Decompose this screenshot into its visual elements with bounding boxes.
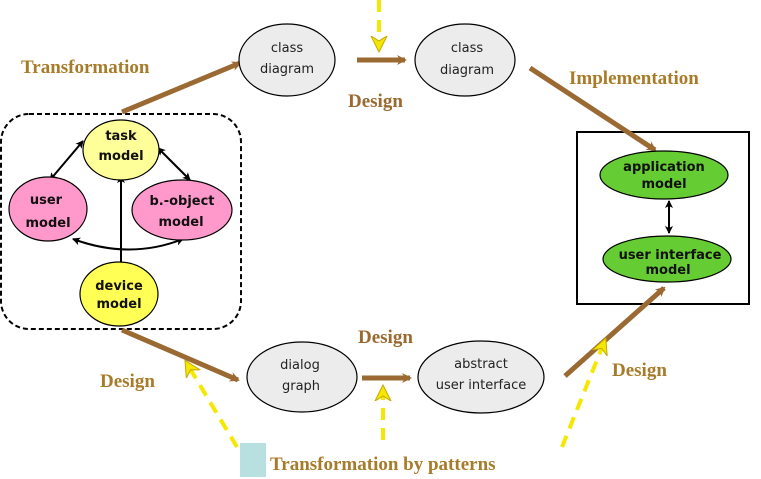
- node-label: model: [25, 216, 70, 231]
- node-label: diagram: [440, 63, 494, 78]
- legend-label: Transformation by patterns: [270, 454, 496, 475]
- link-task-user: [49, 140, 84, 181]
- node-label: device: [95, 279, 143, 294]
- node-class-diagram-1[interactable]: class diagram: [238, 23, 336, 97]
- node-label: model: [641, 177, 686, 192]
- node-label: user: [30, 193, 63, 208]
- label-transformation: Transformation: [21, 57, 150, 78]
- node-label: dialog: [280, 358, 320, 373]
- node-task-model[interactable]: task model: [82, 119, 160, 181]
- node-label: diagram: [260, 62, 314, 77]
- arrow-design-right: [563, 286, 666, 378]
- node-bobject-model[interactable]: b.-object model: [131, 179, 233, 241]
- node-label: model: [158, 215, 203, 230]
- node-label: model: [98, 149, 143, 164]
- node-label: abstract: [454, 357, 508, 372]
- node-user-model[interactable]: user model: [8, 176, 88, 242]
- node-abstract-user-interface[interactable]: abstract user interface: [417, 340, 545, 414]
- node-label: graph: [282, 379, 320, 394]
- node-label: user interface: [619, 248, 722, 263]
- arrow-transformation: [121, 60, 242, 115]
- node-label: b.-object: [149, 194, 214, 209]
- node-label: model: [96, 297, 141, 312]
- link-task-bobject: [157, 147, 191, 181]
- implementation-group: [576, 131, 750, 305]
- node-label: application: [623, 160, 705, 175]
- link-user-bobject: [72, 237, 184, 251]
- node-label: task: [105, 129, 137, 144]
- label-design-top: Design: [348, 91, 403, 112]
- label-design-bottom: Design: [358, 327, 413, 348]
- node-device-model[interactable]: device model: [79, 261, 159, 327]
- node-user-interface-model[interactable]: user interface model: [602, 235, 732, 283]
- node-application-model[interactable]: application model: [599, 150, 729, 200]
- core-models-group: [0, 113, 242, 330]
- label-design-right: Design: [612, 360, 667, 381]
- node-label: model: [645, 263, 690, 278]
- legend-swatch: [240, 443, 266, 477]
- arrow-design-left: [121, 327, 240, 383]
- arrow-implementation: [528, 65, 657, 153]
- node-label: class: [451, 41, 483, 56]
- pattern-arrow-left: [184, 362, 239, 449]
- label-implementation: Implementation: [569, 68, 699, 89]
- label-design-left: Design: [100, 371, 155, 392]
- node-class-diagram-2[interactable]: class diagram: [414, 23, 516, 97]
- node-label: user interface: [436, 378, 526, 393]
- node-label: class: [271, 41, 303, 56]
- node-dialog-graph[interactable]: dialog graph: [246, 341, 358, 413]
- pattern-arrow-right: [560, 340, 605, 448]
